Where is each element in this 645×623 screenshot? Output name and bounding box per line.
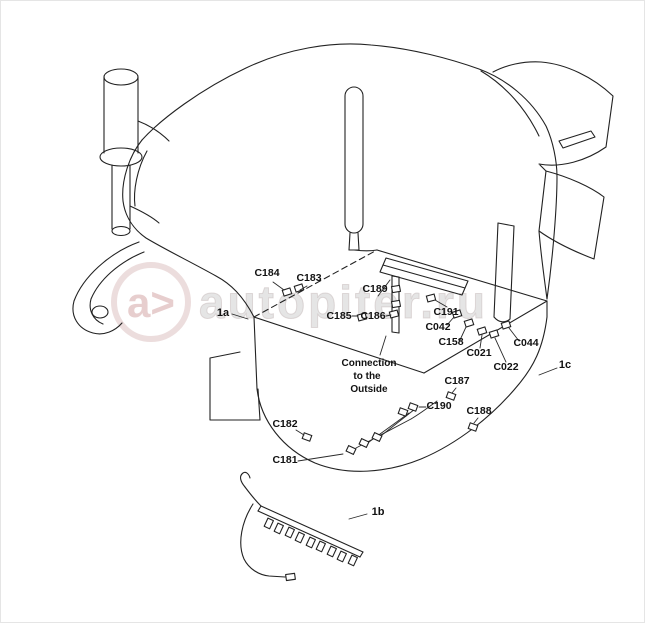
label-c183: C183 (296, 272, 321, 284)
label-ref-1b: 1b (372, 506, 385, 518)
connector-C183 (293, 283, 305, 293)
connector-bracket-lower (390, 299, 402, 309)
connector-C181-a (345, 444, 357, 456)
connector-C181-b (358, 437, 370, 449)
machine-body-outline (122, 43, 558, 318)
label-ref-1c: 1c (559, 359, 571, 371)
label-c191: C191 (433, 306, 458, 318)
connector-labels: C184 C183 C189 C185 C186 C191 C042 C158 … (254, 267, 538, 466)
harness-stub-2 (273, 522, 284, 535)
label-c187: C187 (444, 375, 469, 387)
label-c184: C184 (254, 267, 279, 279)
lever-blade (344, 86, 378, 252)
label-c022: C022 (493, 361, 518, 373)
right-panel (492, 61, 614, 300)
label-c182: C182 (272, 418, 297, 430)
connector-bracket-upper (390, 284, 402, 294)
harness-stub-1 (263, 517, 274, 530)
connector-C044 (500, 320, 512, 330)
label-c158: C158 (438, 336, 463, 348)
connector-C190-a (407, 402, 419, 412)
connector-C185 (356, 312, 368, 322)
reference-labels: 1a 1b 1c (217, 307, 571, 518)
note-line-3: Outside (350, 384, 388, 395)
connector-squares (281, 283, 512, 456)
harness-stub-5 (305, 536, 316, 549)
label-c185: C185 (326, 310, 351, 322)
watermark-logo: a> (127, 279, 175, 326)
connector-harness-end (285, 572, 296, 582)
label-c181: C181 (272, 454, 297, 466)
harness-1b (240, 471, 364, 582)
leader-lines (231, 279, 558, 520)
note-line-1: Connection (342, 358, 397, 369)
apron-wiring (355, 400, 438, 449)
note-line-2: to the (353, 371, 381, 382)
right-support-strip (493, 222, 515, 323)
label-c186: C186 (360, 310, 385, 322)
connector-C186 (388, 309, 400, 319)
muffler-assembly (99, 68, 170, 237)
label-c021: C021 (466, 347, 491, 359)
connector-C187 (445, 391, 457, 401)
label-c042: C042 (425, 321, 450, 333)
connector-C182 (301, 432, 313, 442)
connector-C188 (467, 422, 479, 432)
harness-stub-3 (284, 526, 295, 539)
label-c189: C189 (362, 283, 387, 295)
harness-stub-6 (315, 540, 326, 553)
harness-stub-4 (294, 531, 305, 544)
connector-C190-b (397, 407, 409, 417)
label-c044: C044 (513, 337, 538, 349)
outside-connection-note: Connection to the Outside (342, 358, 397, 395)
connector-C181-c (371, 431, 383, 443)
harness-stub-9 (347, 554, 358, 567)
front-apron (209, 300, 548, 472)
harness-stub-7 (326, 545, 337, 558)
connector-C042 (451, 309, 463, 319)
connector-C158 (463, 318, 475, 328)
label-c188: C188 (466, 405, 491, 417)
watermark-ring (111, 262, 191, 342)
connector-C191 (425, 293, 437, 303)
connector-C022 (488, 329, 500, 339)
connector-C184 (281, 287, 293, 297)
harness-platform (253, 249, 548, 374)
label-ref-1a: 1a (217, 307, 230, 319)
connector-C021 (476, 326, 488, 336)
label-c190: C190 (426, 400, 451, 412)
front-support-arm (72, 241, 145, 335)
harness-stub-8 (336, 550, 347, 563)
